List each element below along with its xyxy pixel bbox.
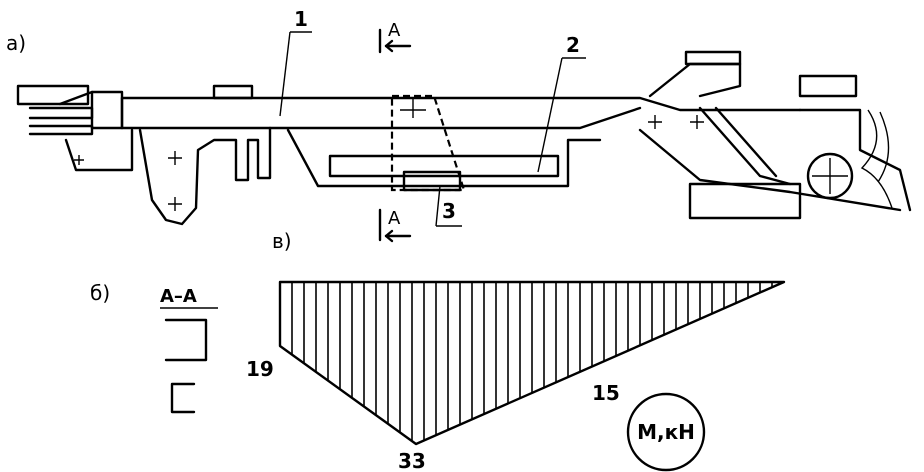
channel-profile-upper — [164, 318, 208, 362]
section-letter-top: A — [388, 20, 401, 41]
section-mark-bottom: A — [378, 208, 412, 243]
panel-label-b: б) — [90, 281, 110, 305]
leader-part-3: 3 — [435, 185, 462, 227]
part-number-3: 3 — [442, 199, 456, 223]
moment-value-right: 15 — [592, 381, 620, 405]
main-beam — [120, 84, 802, 130]
unit-circle — [626, 392, 706, 472]
panel-label-c: в) — [272, 229, 292, 253]
part-number-1: 1 — [294, 7, 308, 31]
moment-value-left: 19 — [246, 357, 274, 381]
crossbar-dashed-outline — [390, 94, 466, 192]
panel-label-a: a) — [6, 31, 26, 55]
moment-value-bottom: 33 — [398, 449, 426, 472]
section-title: A–A — [160, 286, 197, 307]
leader-part-2: 2 — [537, 33, 586, 173]
moment-diagram-hatching — [291, 282, 773, 442]
frame-assembly: A A 1 2 3 — [16, 7, 912, 243]
part-number-2: 2 — [566, 33, 580, 57]
lower-bracket — [138, 126, 602, 226]
moment-diagram: 19 33 15 M,кН — [246, 280, 786, 472]
leader-part-1: 1 — [279, 7, 312, 117]
section-aa: A–A — [160, 286, 218, 414]
moment-unit-label: M,кН — [637, 420, 695, 444]
channel-profile-lower — [170, 382, 196, 414]
section-letter-bottom: A — [388, 208, 401, 229]
section-mark-top: A — [378, 20, 412, 54]
right-end-structure — [638, 50, 912, 220]
left-end-fitting — [16, 84, 134, 172]
